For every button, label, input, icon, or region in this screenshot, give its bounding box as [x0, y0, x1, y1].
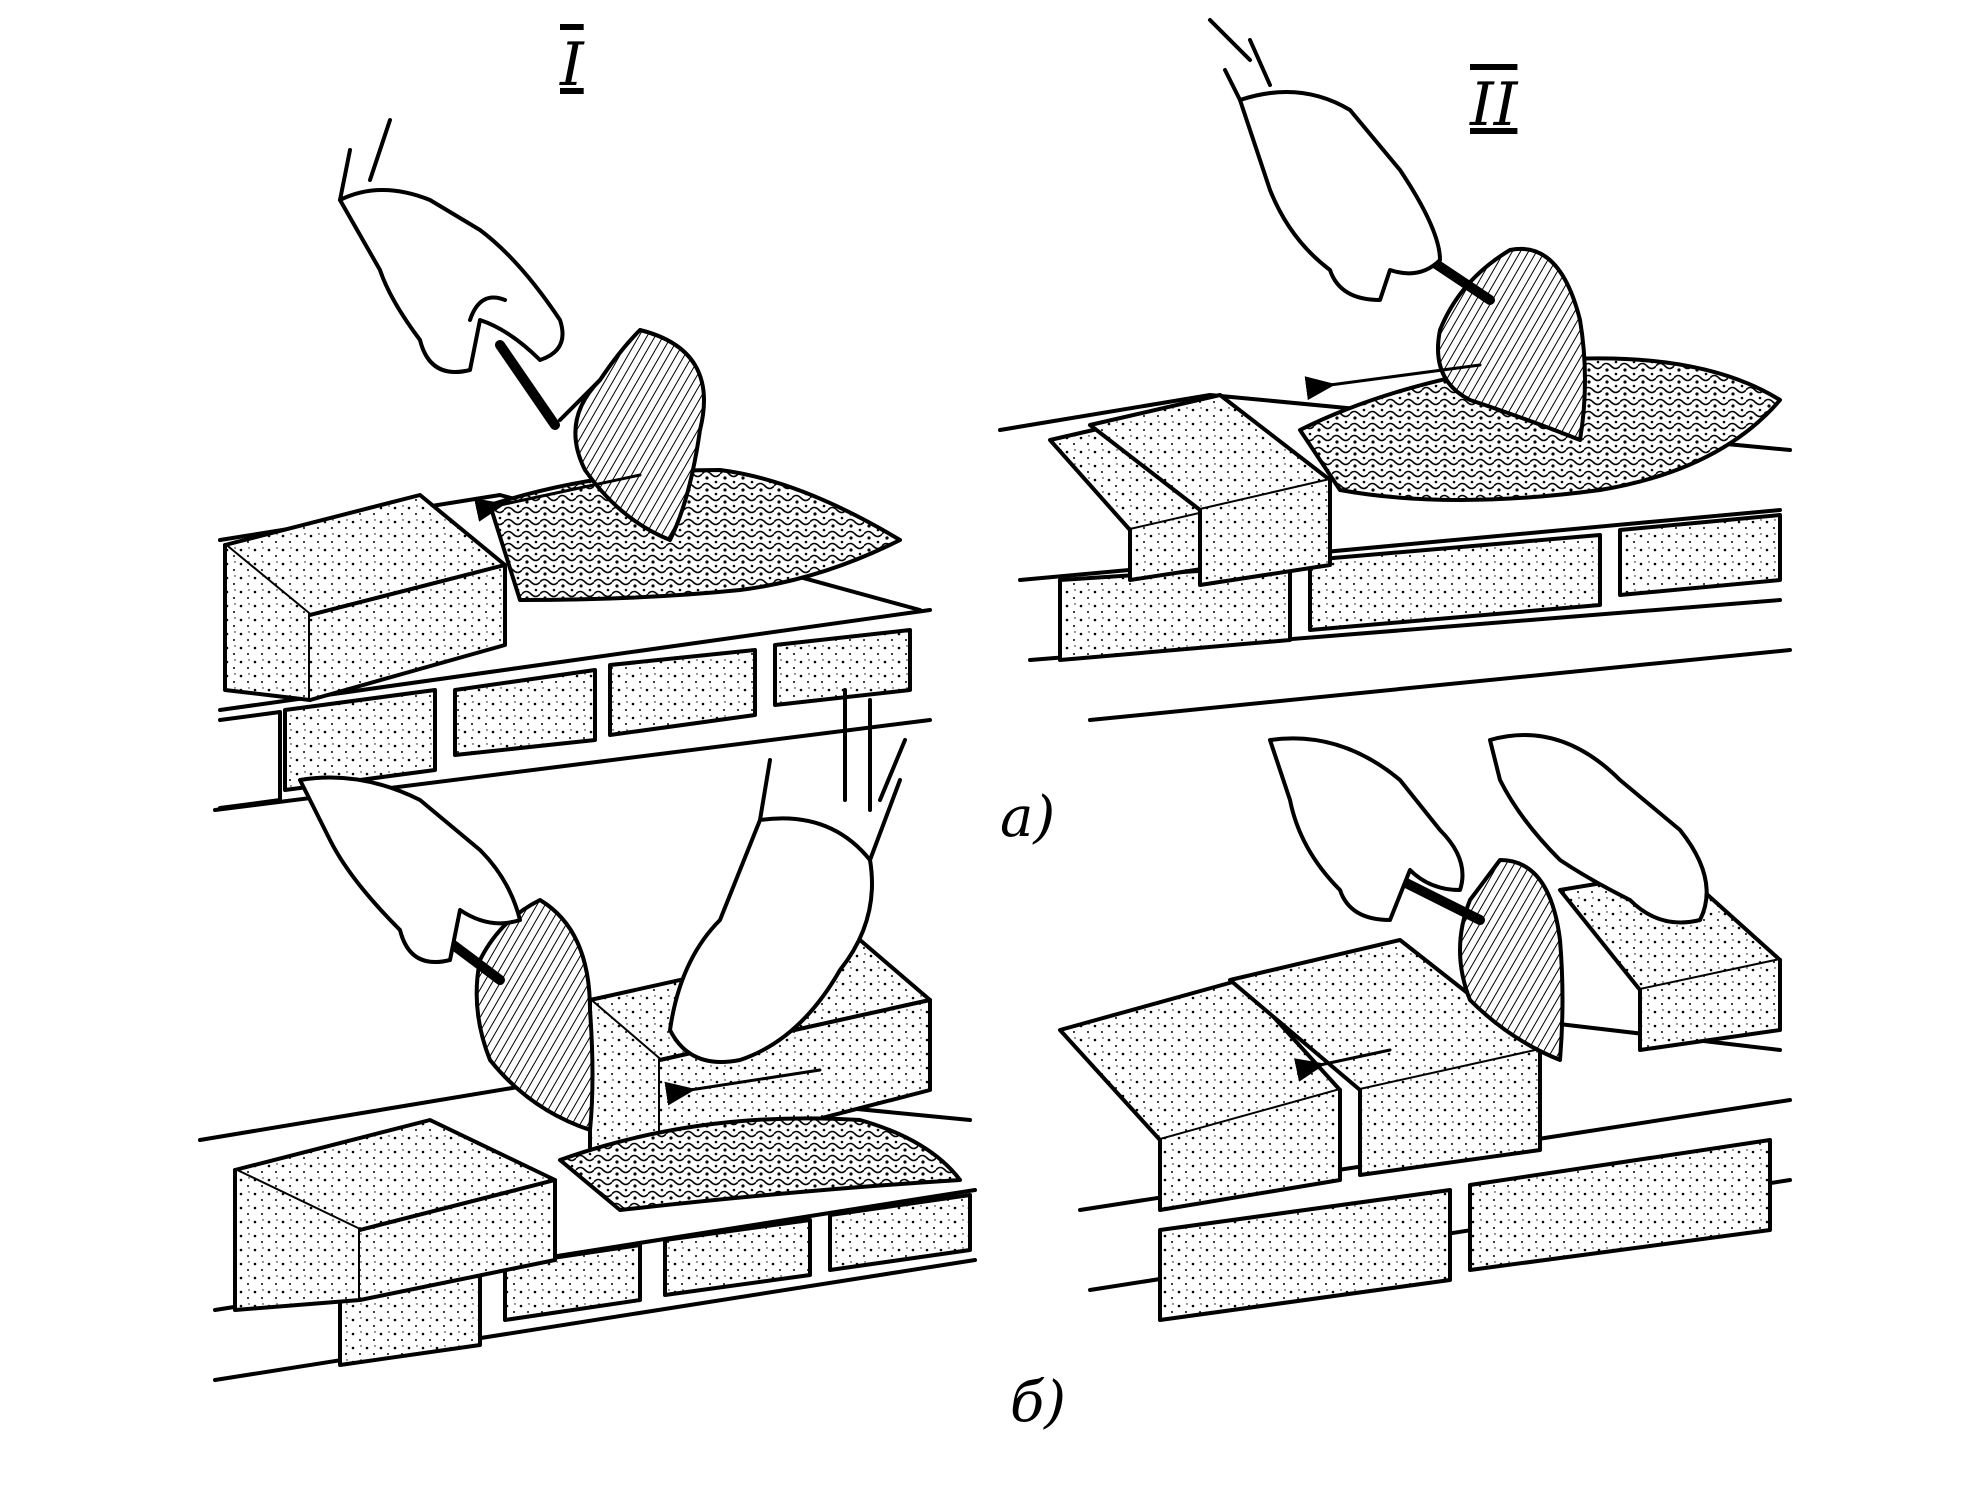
panel-b-left-pressing-brick: [198, 738, 977, 1382]
panel-I-spreading-mortar: [213, 118, 932, 812]
group-label-b: б): [1010, 1370, 1067, 1435]
panel-label-II: II: [1470, 70, 1518, 140]
panel-b-right-butt-joint: [1058, 733, 1792, 1322]
group-label-a: а): [1000, 785, 1056, 850]
panel-label-I: I: [560, 30, 584, 100]
panel-II-leveling-mortar: [998, 18, 1792, 722]
